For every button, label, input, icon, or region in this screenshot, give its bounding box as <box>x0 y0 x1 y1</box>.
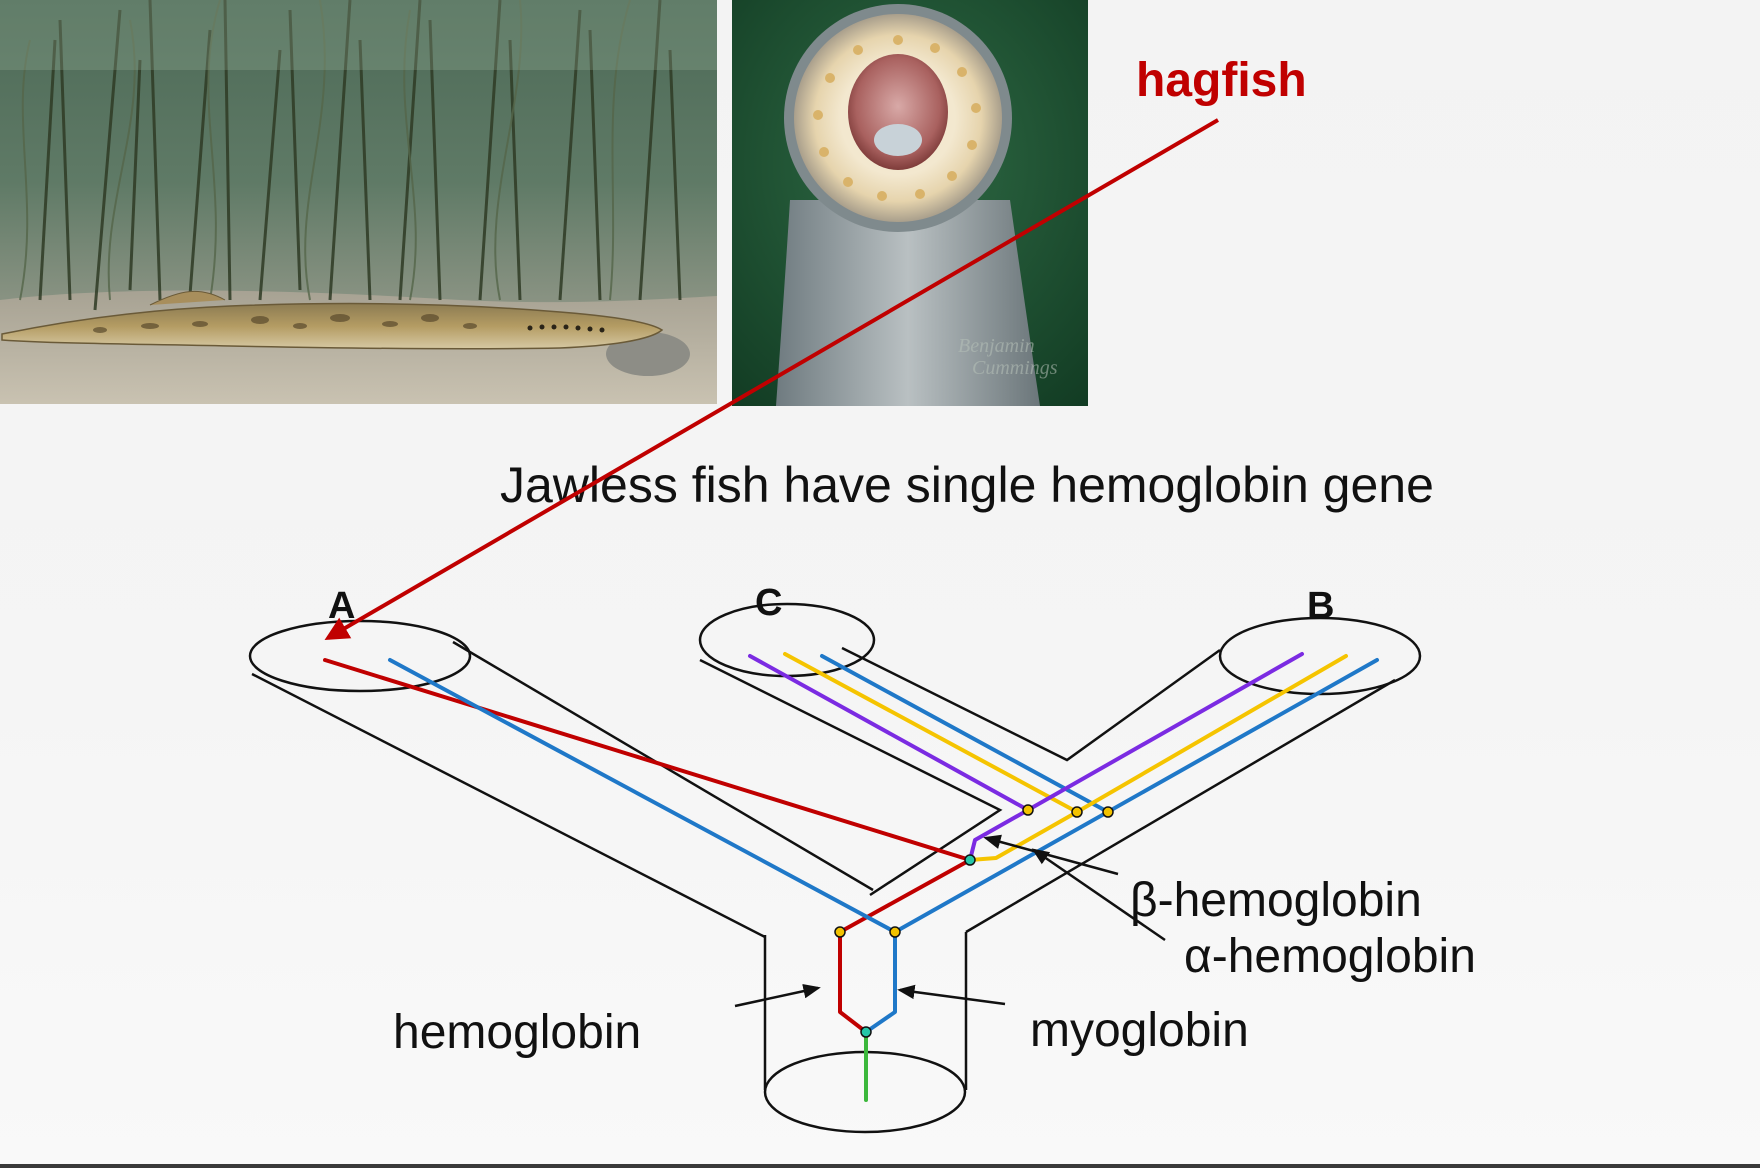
hemoglobin-line <box>323 658 972 1034</box>
branch-a-opening <box>248 619 472 693</box>
myoglobin-label: myoglobin <box>1030 1004 1249 1057</box>
alpha-split-node <box>1071 806 1083 818</box>
alpha-pointer-arrow <box>1031 848 1166 942</box>
photo-credit-line-2: Cummings <box>972 357 1058 379</box>
myoglobin-pointer-arrow <box>897 984 1006 1006</box>
myoglobin-node <box>889 926 901 938</box>
myoglobin-blue-line-c <box>820 654 1110 814</box>
ancestor-node <box>860 1026 872 1038</box>
beta-hemoglobin-label: β-hemoglobin <box>1130 874 1422 927</box>
hemoglobin-node <box>834 926 846 938</box>
tube-a-lower-wall <box>251 672 766 939</box>
branch-c-opening <box>698 602 876 678</box>
slide-bottom-border <box>0 1164 1760 1168</box>
beta-hemoglobin-line-c <box>748 654 1030 812</box>
alpha-hemoglobin-line-c <box>783 652 1079 814</box>
branch-c-label: C <box>755 582 782 624</box>
photo-credit-line-1: Benjamin <box>958 335 1035 357</box>
lamprey-mouth-closeup-photo: Benjamin Cummings <box>732 0 1088 406</box>
tube-b-lower-wall <box>965 678 1396 934</box>
beta-pointer-arrow <box>983 834 1119 876</box>
myoglobin-blue-line-a <box>388 658 897 934</box>
myoglobin-split-node <box>1102 806 1114 818</box>
alpha-hemoglobin-line-b <box>968 654 1348 862</box>
tube-c-upper-wall <box>841 646 1221 762</box>
myoglobin-blue-line-b <box>864 658 1379 1034</box>
beta-split-node <box>1022 804 1034 816</box>
tube-c-wall <box>699 658 1003 897</box>
alpha-hemoglobin-label: α-hemoglobin <box>1184 930 1476 983</box>
lamprey-on-riverbed-photo <box>0 0 717 404</box>
hemoglobin-pointer-arrow <box>734 983 821 1008</box>
hagfish-arrow <box>324 118 1220 641</box>
branch-b-label: B <box>1307 585 1334 627</box>
beta-hemoglobin-line-b <box>968 652 1304 862</box>
slide-title: Jawless fish have single hemoglobin gene <box>500 457 1434 513</box>
hemoglobin-label: hemoglobin <box>393 1006 641 1059</box>
hagfish-label: hagfish <box>1136 54 1307 107</box>
alpha-beta-duplication-node <box>964 854 976 866</box>
branch-a-label: A <box>328 585 355 627</box>
